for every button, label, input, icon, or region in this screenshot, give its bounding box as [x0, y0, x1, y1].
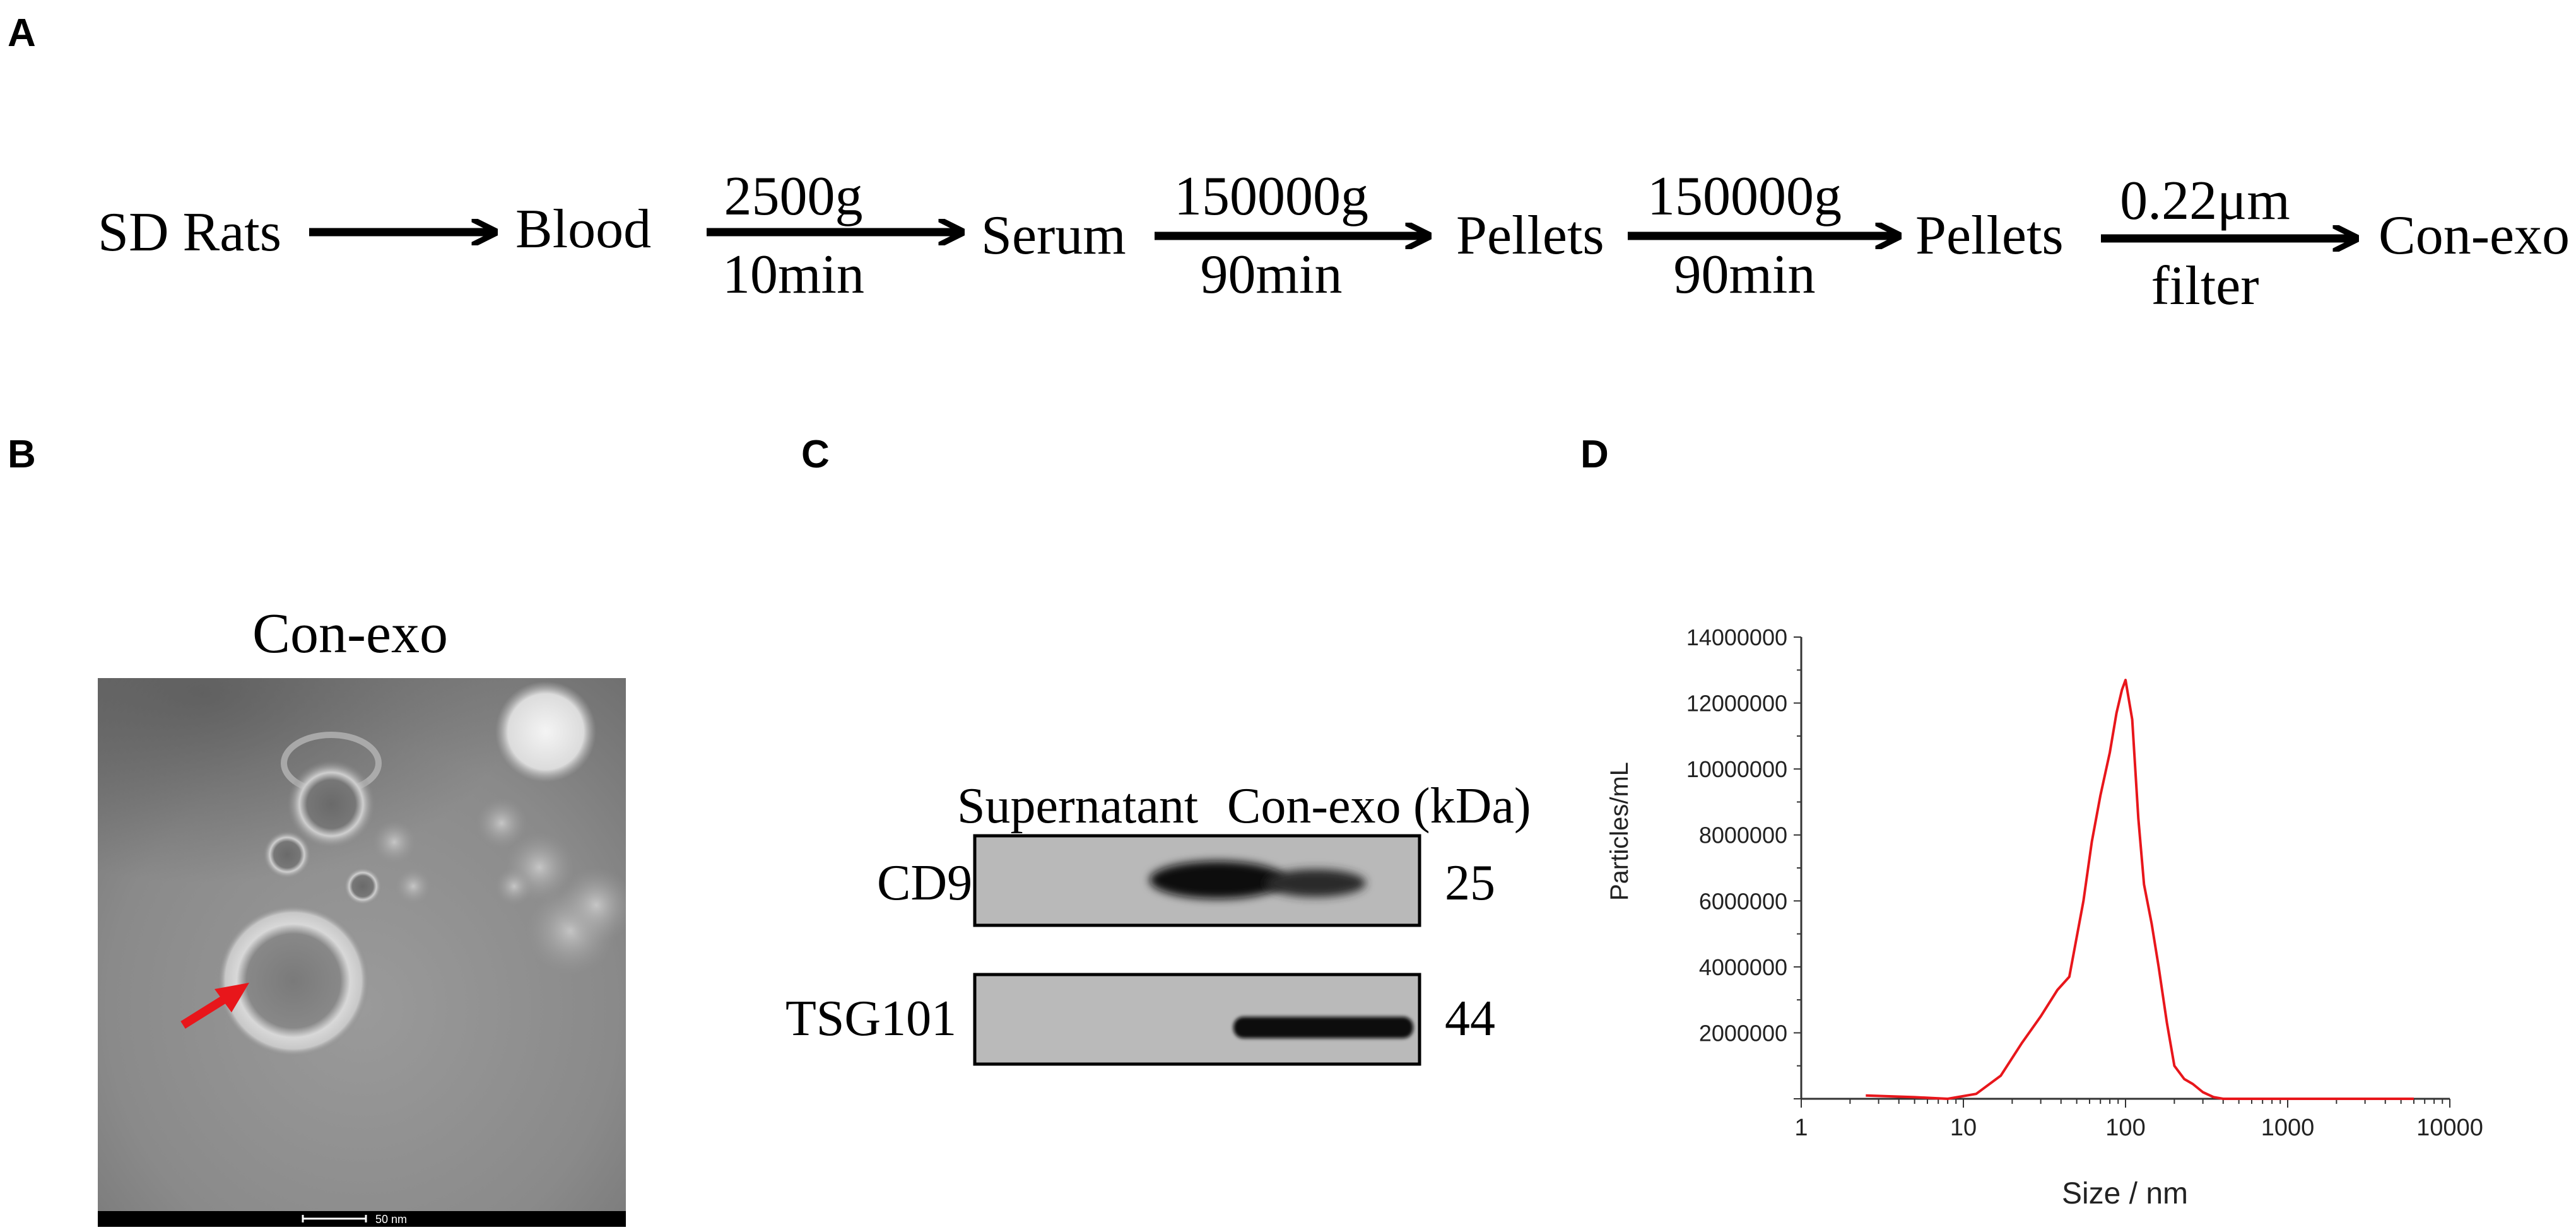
x-tick-label: 100	[2105, 1115, 2145, 1141]
tem-micrograph: 50 nm	[98, 678, 626, 1227]
y-tick-label: 12000000	[1686, 691, 1787, 717]
panel-label-d: D	[1580, 433, 1609, 476]
y-tick-label: 10000000	[1686, 756, 1787, 782]
wb-header-con-exo: Con-exo	[1227, 778, 1401, 834]
x-tick-label: 1	[1794, 1115, 1808, 1141]
wb-kda-cd9: 25	[1445, 855, 1495, 911]
x-tick-label: 1000	[2261, 1115, 2315, 1141]
flow-arrows	[309, 0, 2576, 378]
y-tick-label: 14000000	[1686, 624, 1787, 650]
western-blot	[973, 834, 1421, 1066]
flow-step-serum: Serum	[981, 205, 1126, 266]
wb-label-tsg101: TSG101	[785, 991, 957, 1046]
flow-condition-top-4: 0.22μm	[2120, 170, 2290, 231]
flow-condition-top-3: 150000g	[1647, 166, 1842, 227]
flow-step-blood: Blood	[515, 199, 652, 260]
flow-condition-bottom-3: 90min	[1673, 244, 1816, 305]
flow-step-pellets-1: Pellets	[1456, 205, 1604, 266]
y-tick-label: 6000000	[1699, 888, 1787, 914]
flow-condition-top-2: 150000g	[1174, 166, 1368, 227]
flow-condition-bottom-1: 10min	[722, 244, 864, 305]
flow-step-sd-rats: SD Rats	[98, 202, 281, 263]
wb-blot-tsg101	[973, 973, 1421, 1066]
tem-exosome-vesicle	[218, 905, 369, 1057]
x-axis-label: Size / nm	[2062, 1177, 2188, 1210]
x-tick-label: 10000	[2416, 1115, 2483, 1141]
tem-title: Con-exo	[252, 602, 448, 665]
y-tick-label: 4000000	[1699, 954, 1787, 980]
flow-condition-top-1: 2500g	[724, 166, 863, 227]
wb-label-cd9: CD9	[877, 855, 973, 911]
x-tick-label: 10	[1950, 1115, 1977, 1141]
tem-bright-particle	[495, 681, 596, 782]
wb-blot-cd9	[973, 834, 1421, 927]
flow-step-pellets-2: Pellets	[1915, 205, 2064, 266]
wb-header-supernatant: Supernatant	[957, 778, 1199, 834]
panel-label-c: C	[801, 433, 830, 476]
flow-condition-bottom-2: 90min	[1200, 244, 1343, 305]
tem-scale-label: 50 nm	[375, 1213, 407, 1226]
panel-label-a: A	[8, 11, 36, 55]
y-tick-label: 8000000	[1699, 823, 1787, 848]
panel-label-b: B	[8, 433, 36, 476]
series-line	[1866, 679, 2414, 1100]
wb-header-kda: (kDa)	[1413, 778, 1531, 834]
flow-step-con-exo: Con-exo	[2379, 205, 2570, 266]
flow-condition-bottom-4: filter	[2151, 255, 2259, 317]
y-tick-label: 2000000	[1699, 1020, 1787, 1046]
wb-kda-tsg101: 44	[1445, 991, 1495, 1046]
y-axis-label: Particles/mL	[1606, 762, 1633, 901]
size-distribution-chart: 2000000 4000000 6000000 8000000 10000000 1200…	[1606, 624, 2483, 1210]
